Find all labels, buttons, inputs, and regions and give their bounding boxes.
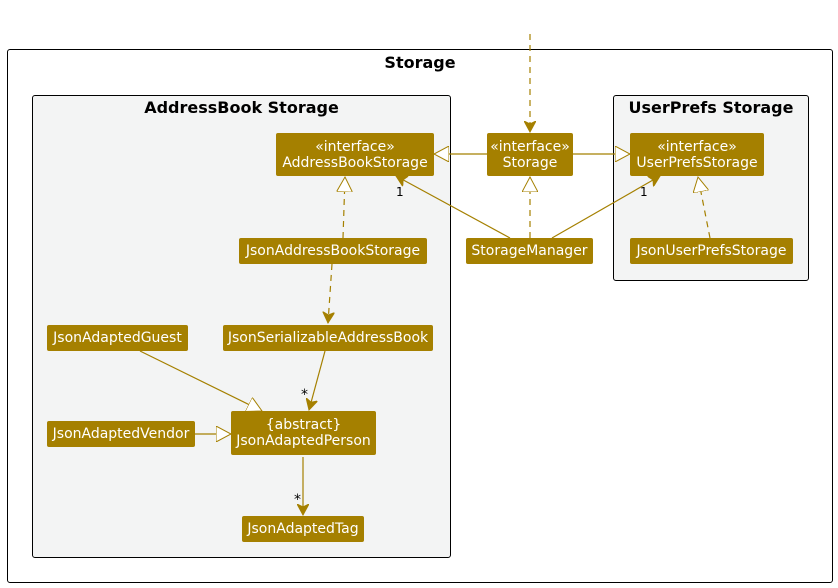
userprefsstorage-name: UserPrefsStorage <box>636 154 758 171</box>
storage-name: Storage <box>502 154 558 171</box>
jsonadaptedperson-stereotype: {abstract} <box>265 417 342 433</box>
jsonaddressbookstorage-name: JsonAddressBookStorage <box>245 243 421 259</box>
jsonuserprefsstorage-name: JsonUserPrefsStorage <box>636 243 787 259</box>
jsonadaptedtag-class: JsonAdaptedTag <box>242 516 364 542</box>
storagemanager-to-userprefsstorage <box>551 175 660 239</box>
addressbookstorage-interface: «interface» AddressBookStorage <box>276 133 434 176</box>
jsonadaptedvendor-class: JsonAdaptedVendor <box>47 421 195 447</box>
storagemanager-name: StorageManager <box>471 243 588 259</box>
userprefs-storage-package-title: UserPrefs Storage <box>628 98 794 117</box>
jsonserializableaddressbook-name: JsonSerializableAddressBook <box>227 330 429 346</box>
jsonadaptedguest-name: JsonAdaptedGuest <box>53 330 182 346</box>
multiplicity-storagemanager-userprefsstorage: 1 <box>640 185 648 199</box>
storage-package-title: Storage <box>384 53 456 72</box>
jsonaddressbookstorage-implements-addressbookstorage <box>343 177 345 239</box>
addressbookstorage-stereotype: «interface» <box>315 138 395 155</box>
jsonadaptedperson-name: JsonAdaptedPerson <box>236 433 371 449</box>
jsonadaptedperson-abstract-class: {abstract} JsonAdaptedPerson <box>231 411 376 455</box>
jsonuserprefsstorage-class: JsonUserPrefsStorage <box>630 238 793 264</box>
storage-stereotype: «interface» <box>490 138 570 155</box>
jsonaddressbookstorage-uses-jsonserializableaddressbook <box>328 263 332 323</box>
multiplicity-jsonadaptedperson-jsonadaptedtag: * <box>294 492 301 508</box>
multiplicity-jsonserializableaddressbook-jsonadaptedperson: * <box>301 387 308 403</box>
jsonserializableaddressbook-class: JsonSerializableAddressBook <box>223 325 433 351</box>
addressbook-storage-package-title: AddressBook Storage <box>144 98 339 117</box>
userprefsstorage-stereotype: «interface» <box>657 138 737 155</box>
jsonadaptedguest-extends-jsonadaptedperson <box>139 350 262 411</box>
multiplicity-storagemanager-addressbookstorage: 1 <box>396 185 404 199</box>
jsonserializableaddressbook-to-jsonadaptedperson <box>309 350 326 410</box>
jsonadaptedvendor-name: JsonAdaptedVendor <box>52 426 190 442</box>
jsonadaptedguest-class: JsonAdaptedGuest <box>47 325 188 351</box>
storagemanager-to-addressbookstorage <box>396 175 511 239</box>
storagemanager-class: StorageManager <box>466 238 593 264</box>
jsonadaptedtag-name: JsonAdaptedTag <box>247 521 359 537</box>
storage-interface: «interface» Storage <box>487 133 573 176</box>
addressbookstorage-name: AddressBookStorage <box>282 154 428 171</box>
jsonuserprefsstorage-implements-userprefsstorage <box>698 177 711 239</box>
jsonaddressbookstorage-class: JsonAddressBookStorage <box>239 238 427 264</box>
userprefsstorage-interface: «interface» UserPrefsStorage <box>630 133 764 176</box>
storage-package: Storage <box>7 49 833 583</box>
